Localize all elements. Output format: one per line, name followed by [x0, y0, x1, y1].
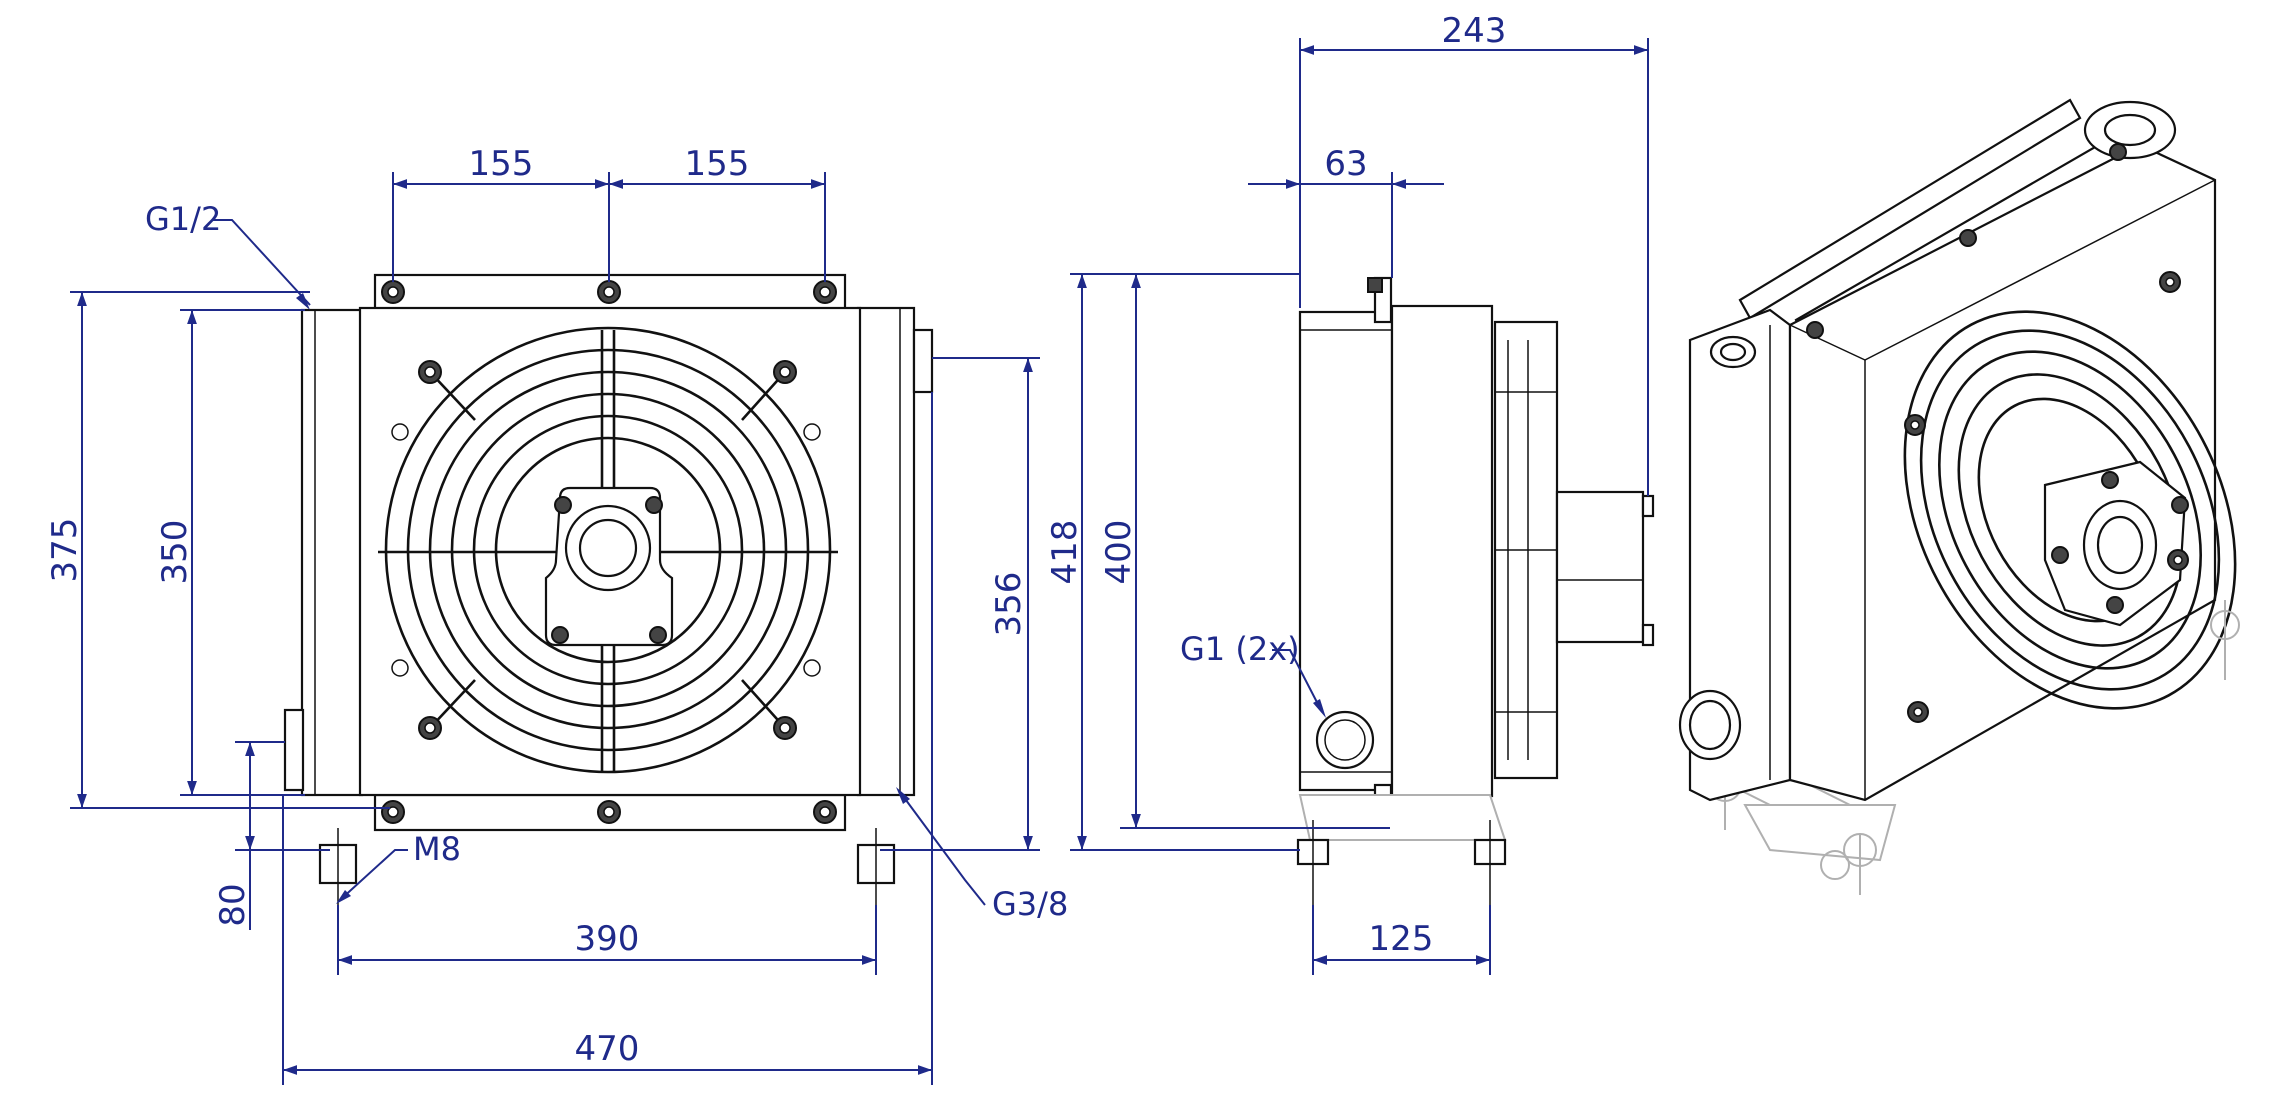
dim-63: 63 [1324, 144, 1367, 184]
dim-356: 356 [989, 572, 1029, 637]
dim-390: 390 [575, 919, 640, 959]
side-dimensions: 243 63 418 400 125 G1 (2x) [1045, 11, 1649, 975]
dim-155-left: 155 [469, 144, 534, 184]
iso-motor-hub [2043, 460, 2189, 627]
dim-155-right: 155 [685, 144, 750, 184]
side-motor [1555, 490, 1645, 644]
callout-m8: M8 [413, 830, 461, 868]
dim-243: 243 [1442, 11, 1507, 51]
right-port [912, 328, 934, 394]
isometric-view [1678, 98, 2240, 895]
dim-125: 125 [1369, 919, 1434, 959]
dim-350: 350 [155, 520, 195, 585]
dim-375: 375 [45, 518, 85, 583]
dim-80: 80 [213, 883, 253, 926]
side-view [1296, 276, 1655, 905]
iso-bracket-upper [1738, 98, 2082, 320]
left-port [283, 708, 305, 792]
mount-studs [318, 828, 896, 905]
callout-g1-2: G1/2 [145, 200, 221, 238]
left-tank [300, 308, 364, 797]
callout-g3-8: G3/8 [992, 885, 1068, 923]
front-dimensions: 155 155 375 350 80 356 390 470 [45, 144, 1068, 1085]
dim-400: 400 [1099, 520, 1139, 585]
front-view [283, 273, 934, 905]
right-tank [856, 306, 916, 797]
guard-mounts [391, 360, 821, 740]
motor-hub [544, 486, 674, 647]
dim-470: 470 [575, 1029, 640, 1069]
dim-418: 418 [1045, 520, 1085, 585]
side-shroud [1390, 304, 1494, 798]
